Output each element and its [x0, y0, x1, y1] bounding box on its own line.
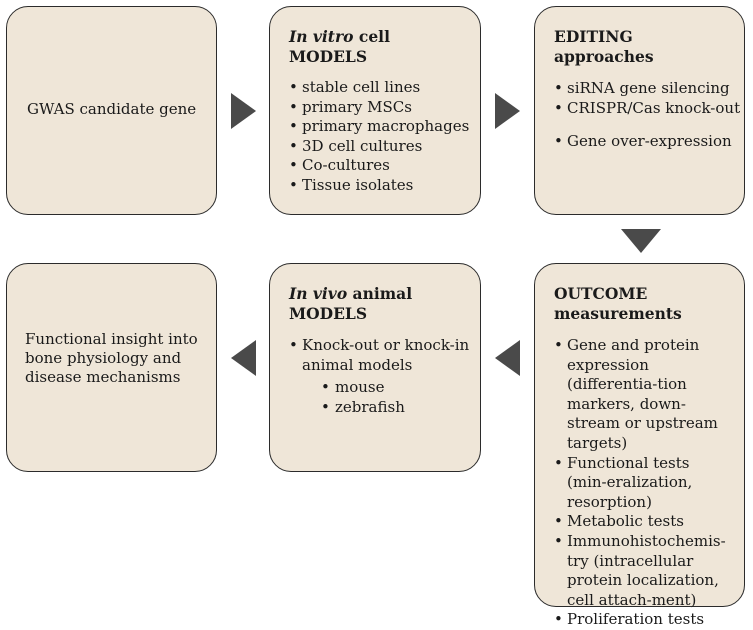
- outcome-title-line2: measurements: [554, 304, 682, 323]
- editing-approaches-box: EDITING approaches siRNA gene silencing …: [534, 6, 745, 215]
- outcome-title: OUTCOME: [554, 284, 648, 303]
- list-item: primary macrophages: [289, 117, 469, 137]
- list-item: stable cell lines: [289, 78, 469, 98]
- list-item: Metabolic tests: [554, 512, 732, 532]
- in-vivo-list: Knock-out or knock-in animal models: [289, 336, 474, 375]
- gwas-candidate-box: GWAS candidate gene: [6, 6, 217, 215]
- list-item: Gene and protein expression (differentia…: [554, 336, 732, 454]
- list-item: Immunohistochemis-try (intracellular pro…: [554, 532, 732, 610]
- list-item: Proliferation tests: [554, 610, 732, 630]
- in-vivo-title: In vivo animal: [289, 284, 413, 303]
- list-item: Gene over-expression: [554, 132, 740, 152]
- list-item: primary MSCs: [289, 98, 469, 118]
- list-item: zebrafish: [321, 398, 474, 418]
- in-vitro-title-line2: MODELS: [289, 47, 368, 66]
- list-item: Knock-out or knock-in animal models: [289, 336, 474, 375]
- in-vivo-title-line2: MODELS: [289, 304, 368, 323]
- arrow-left-2: [495, 340, 520, 376]
- list-item: 3D cell cultures: [289, 137, 469, 157]
- gwas-candidate-text: GWAS candidate gene: [27, 100, 197, 118]
- list-item: mouse: [321, 378, 474, 398]
- arrow-right-1: [231, 93, 256, 129]
- editing-title: EDITING: [554, 27, 633, 46]
- outcome-measurements-box: OUTCOME measurements Gene and protein ex…: [534, 263, 745, 630]
- functional-insight-box: Functional insight into bone physiology …: [6, 263, 217, 472]
- list-item: Functional tests (min-eralization, resor…: [554, 454, 732, 513]
- in-vitro-title: In vitro cell: [289, 27, 390, 46]
- in-vivo-models-box: In vivo animal MODELS Knock-out or knock…: [269, 263, 481, 472]
- editing-title-line2: approaches: [554, 47, 654, 66]
- functional-insight-text: Functional insight into bone physiology …: [25, 330, 198, 386]
- list-item: Co-cultures: [289, 156, 469, 176]
- in-vitro-list: stable cell lines primary MSCs primary m…: [289, 78, 469, 196]
- arrow-left-1: [231, 340, 256, 376]
- list-item: Tissue isolates: [289, 176, 469, 196]
- arrow-down: [621, 229, 661, 253]
- in-vivo-sublist: mouse zebrafish: [321, 378, 474, 417]
- outcome-list: Gene and protein expression (differentia…: [554, 336, 732, 630]
- in-vitro-models-box: In vitro cell MODELS stable cell lines p…: [269, 6, 481, 215]
- list-item: CRISPR/Cas knock-out: [554, 99, 740, 119]
- arrow-right-2: [495, 93, 520, 129]
- editing-list: siRNA gene silencing CRISPR/Cas knock-ou…: [554, 79, 740, 152]
- list-item: siRNA gene silencing: [554, 79, 740, 99]
